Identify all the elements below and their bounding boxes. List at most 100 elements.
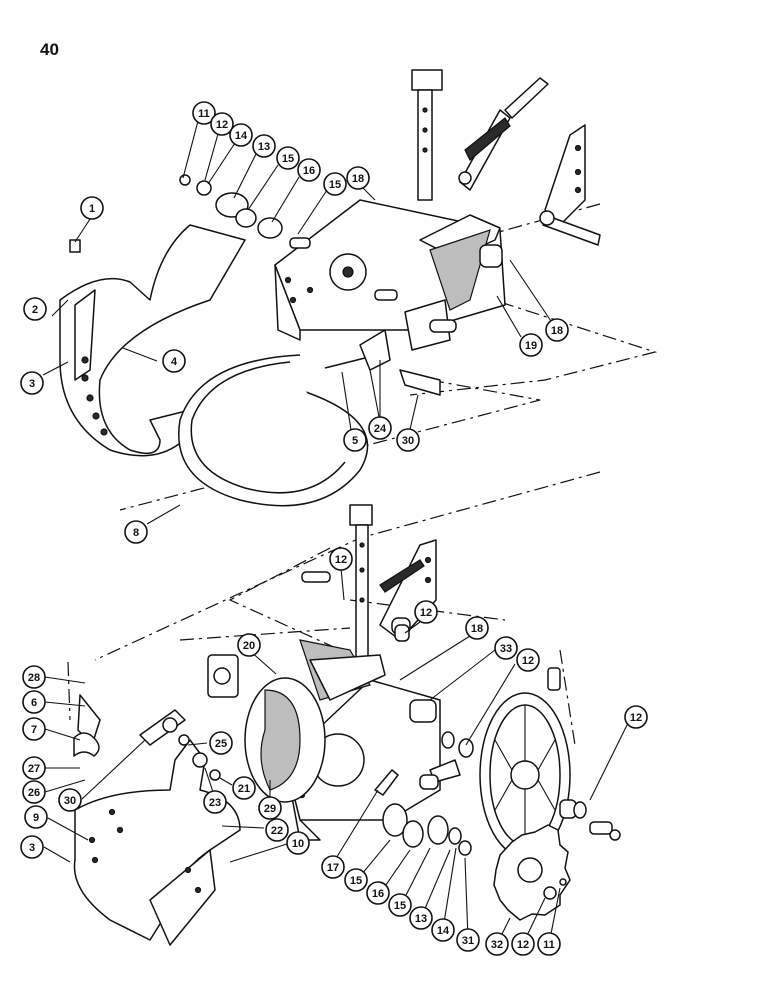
- callout-circle: [465, 616, 489, 640]
- callout-number: 7: [31, 724, 37, 736]
- callout-circle: [511, 932, 535, 956]
- callout-12: 12: [210, 112, 234, 136]
- callout-27: 27: [22, 756, 46, 780]
- callout-number: 18: [551, 325, 563, 337]
- callout-number: 12: [517, 939, 529, 951]
- callout-33: 33: [494, 636, 518, 660]
- callout-number: 17: [327, 862, 339, 874]
- callout-15: 15: [276, 146, 300, 170]
- callout-19: 19: [519, 333, 543, 357]
- callout-number: 13: [415, 913, 427, 925]
- callout-12: 12: [414, 600, 438, 624]
- lower-pawl-and-spring: [73, 694, 221, 781]
- callout-number: 24: [374, 423, 387, 435]
- callout-22: 22: [265, 818, 289, 842]
- callout-number: 28: [28, 672, 40, 684]
- callout-number: 20: [243, 640, 255, 652]
- callout-circle: [545, 318, 569, 342]
- callout-circle: [388, 893, 412, 917]
- callout-24: 24: [368, 416, 392, 440]
- callout-number: 27: [28, 763, 40, 775]
- callout-circle: [22, 690, 46, 714]
- callout-circle: [210, 112, 234, 136]
- callout-number: 2: [32, 304, 38, 316]
- callout-15: 15: [388, 893, 412, 917]
- callout-number: 32: [491, 939, 503, 951]
- callout-number: 29: [264, 803, 276, 815]
- callout-number: 16: [303, 165, 315, 177]
- callout-number: 12: [216, 119, 228, 131]
- upper-hopper-shield: [59, 224, 246, 457]
- callout-number: 12: [522, 655, 534, 667]
- callout-circle: [229, 123, 253, 147]
- callout-14: 14: [229, 123, 253, 147]
- callout-12: 12: [516, 648, 540, 672]
- callout-23: 23: [203, 790, 227, 814]
- callout-17: 17: [321, 855, 345, 879]
- callout-7: 7: [22, 717, 46, 741]
- callout-circle: [346, 166, 370, 190]
- callout-32: 32: [485, 932, 509, 956]
- callout-12: 12: [511, 932, 535, 956]
- callout-15: 15: [344, 868, 368, 892]
- callout-circle: [344, 868, 368, 892]
- callout-number: 26: [28, 787, 40, 799]
- callout-13: 13: [252, 134, 276, 158]
- callout-number: 23: [209, 797, 221, 809]
- callout-number: 11: [198, 108, 210, 120]
- callout-circle: [162, 349, 186, 373]
- callout-number: 14: [235, 130, 248, 142]
- callout-number: 15: [394, 900, 406, 912]
- callout-5: 5: [343, 428, 367, 452]
- callout-circle: [456, 928, 480, 952]
- callout-circle: [209, 731, 233, 755]
- callout-number: 22: [271, 825, 283, 837]
- callout-number: 30: [402, 435, 414, 447]
- upper-adjusting-bracket: [411, 69, 549, 201]
- callout-circle: [286, 831, 310, 855]
- callout-3: 3: [20, 371, 44, 395]
- callout-number: 30: [64, 795, 76, 807]
- callout-circle: [323, 172, 347, 196]
- callout-number: 12: [420, 607, 432, 619]
- callout-circle: [20, 835, 44, 859]
- callout-circle: [537, 932, 561, 956]
- callout-circle: [516, 648, 540, 672]
- callout-31: 31: [456, 928, 480, 952]
- callout-16: 16: [297, 158, 321, 182]
- callout-circle: [22, 756, 46, 780]
- callout-4: 4: [162, 349, 186, 373]
- lower-drive-wheel: [479, 667, 571, 858]
- callout-number: 14: [437, 925, 450, 937]
- callout-11: 11: [537, 932, 561, 956]
- callout-number: 19: [525, 340, 537, 352]
- callout-circle: [252, 134, 276, 158]
- callout-number: 11: [543, 939, 555, 951]
- callout-circle: [485, 932, 509, 956]
- callout-number: 10: [292, 838, 304, 850]
- callout-number: 18: [352, 173, 364, 185]
- callout-13: 13: [409, 906, 433, 930]
- callout-number: 6: [31, 697, 37, 709]
- callout-30: 30: [396, 428, 420, 452]
- callout-8: 8: [124, 520, 148, 544]
- callout-18: 18: [465, 616, 489, 640]
- upper-pivot-arm: [539, 124, 601, 246]
- callout-number: 4: [171, 356, 178, 368]
- callout-11: 11: [192, 101, 216, 125]
- callout-10: 10: [286, 831, 310, 855]
- callout-circle: [329, 547, 353, 571]
- callout-28: 28: [22, 665, 46, 689]
- callout-14: 14: [431, 918, 455, 942]
- callout-20: 20: [237, 633, 261, 657]
- lower-hopper-shield: [73, 739, 241, 946]
- callout-number: 1: [89, 203, 95, 215]
- callout-circle: [276, 146, 300, 170]
- callout-6: 6: [22, 690, 46, 714]
- callout-circle: [624, 705, 648, 729]
- callout-circle: [58, 788, 82, 812]
- callout-15: 15: [323, 172, 347, 196]
- lower-adjusting-bracket: [301, 504, 437, 666]
- callout-18: 18: [545, 318, 569, 342]
